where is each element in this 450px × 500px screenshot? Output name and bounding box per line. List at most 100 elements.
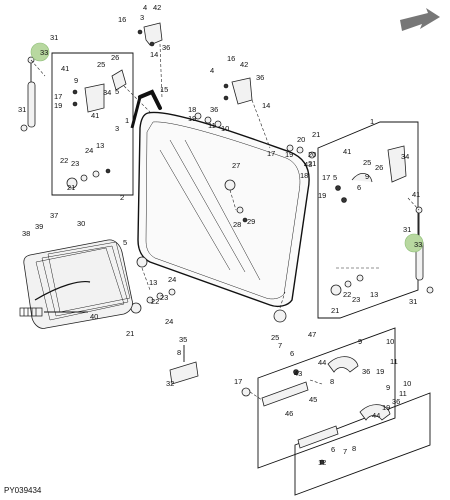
callout-highlight-33-left: [30, 42, 50, 62]
callout-23: 23: [352, 295, 360, 304]
callout-21: 21: [312, 130, 320, 139]
gas-strut-left: [20, 56, 36, 132]
callout-23: 23: [160, 293, 168, 302]
callout-9: 9: [74, 76, 78, 85]
left-upper-bracket: [72, 69, 127, 113]
callout-6: 6: [331, 445, 335, 454]
callout-21: 21: [126, 329, 134, 338]
callout-29: 29: [247, 217, 255, 226]
callout-46: 46: [285, 409, 293, 418]
callout-10: 10: [403, 379, 411, 388]
top-bracket: [137, 22, 163, 47]
callout-10: 10: [386, 337, 394, 346]
callout-25: 25: [363, 158, 371, 167]
callout-16: 16: [227, 54, 235, 63]
callout-21: 21: [308, 159, 316, 168]
callout-19: 19: [376, 367, 384, 376]
callout-40: 40: [90, 312, 98, 321]
callout-24: 24: [165, 317, 173, 326]
callout-22: 22: [60, 156, 68, 165]
strip-40: [19, 307, 88, 317]
callout-47: 47: [308, 330, 316, 339]
callout-27: 27: [232, 161, 240, 170]
callout-17: 17: [267, 149, 275, 158]
callout-9: 9: [358, 337, 362, 346]
guide-lines: [30, 43, 420, 401]
callout-20: 20: [297, 135, 305, 144]
callout-16: 16: [118, 15, 126, 24]
callout-37: 37: [50, 211, 58, 220]
callout-10: 10: [221, 124, 229, 133]
callout-30: 30: [77, 219, 85, 228]
callout-2: 2: [120, 193, 124, 202]
callout-33: 33: [414, 240, 422, 249]
callout-34: 34: [401, 152, 409, 161]
callout-18: 18: [188, 105, 196, 114]
callout-41: 41: [412, 190, 420, 199]
callout-36: 36: [210, 105, 218, 114]
callout-19: 19: [382, 403, 390, 412]
callout-24: 24: [168, 275, 176, 284]
callout-1: 1: [370, 117, 374, 126]
callout-8: 8: [352, 444, 356, 453]
lower-hinge-upper: [261, 356, 359, 407]
callout-44: 44: [372, 411, 380, 420]
callout-8: 8: [330, 377, 334, 386]
callout-26: 26: [111, 53, 119, 62]
callout-9: 9: [386, 383, 390, 392]
callout-4: 4: [143, 3, 147, 12]
callout-21: 21: [331, 306, 339, 315]
callout-25: 25: [97, 60, 105, 69]
callout-31: 31: [18, 105, 26, 114]
callout-43: 43: [294, 369, 302, 378]
callout-17: 17: [54, 92, 62, 101]
callout-36: 36: [162, 43, 170, 52]
door-handle: [130, 89, 162, 129]
callout-39: 39: [35, 222, 43, 231]
callout-31: 31: [403, 225, 411, 234]
callout-34: 34: [103, 88, 111, 97]
reference-code: PY039434: [4, 486, 42, 495]
callout-35: 35: [179, 335, 187, 344]
callout-38: 38: [22, 229, 30, 238]
callout-28: 28: [233, 220, 241, 229]
callout-32: 32: [166, 379, 174, 388]
callout-11: 11: [399, 389, 407, 398]
callout-1: 1: [125, 116, 129, 125]
callout-33: 33: [40, 48, 48, 57]
lower-hinge-lower: [297, 404, 391, 465]
right-frame-outline: [317, 121, 419, 319]
callout-23: 23: [71, 159, 79, 168]
callout-highlight-33-right: [404, 233, 424, 253]
callout-14: 14: [262, 101, 270, 110]
callout-22: 22: [151, 297, 159, 306]
callout-17: 17: [234, 377, 242, 386]
callout-45: 45: [309, 395, 317, 404]
callout-41: 41: [91, 111, 99, 120]
callout-31: 31: [50, 33, 58, 42]
callout-41: 41: [61, 64, 69, 73]
callout-42: 42: [240, 60, 248, 69]
callout-19: 19: [188, 114, 196, 123]
callout-36: 36: [256, 73, 264, 82]
callout-20: 20: [308, 150, 316, 159]
callout-24: 24: [85, 146, 93, 155]
fastener-set: [66, 112, 364, 397]
callout-17: 17: [322, 173, 330, 182]
callout-8: 8: [177, 348, 181, 357]
callout-3: 3: [115, 124, 119, 133]
callout-42: 42: [153, 3, 161, 12]
callout-19: 19: [54, 101, 62, 110]
right-latch-assembly: [335, 145, 407, 203]
callout-11: 11: [208, 121, 216, 130]
callout-41: 41: [343, 147, 351, 156]
callout-31: 31: [409, 297, 417, 306]
callout-19: 19: [318, 191, 326, 200]
callout-12: 12: [318, 458, 326, 467]
callout-5: 5: [333, 173, 337, 182]
callout-7: 7: [343, 447, 347, 456]
callout-3: 3: [140, 13, 144, 22]
page-arrow-icon[interactable]: [400, 8, 440, 31]
